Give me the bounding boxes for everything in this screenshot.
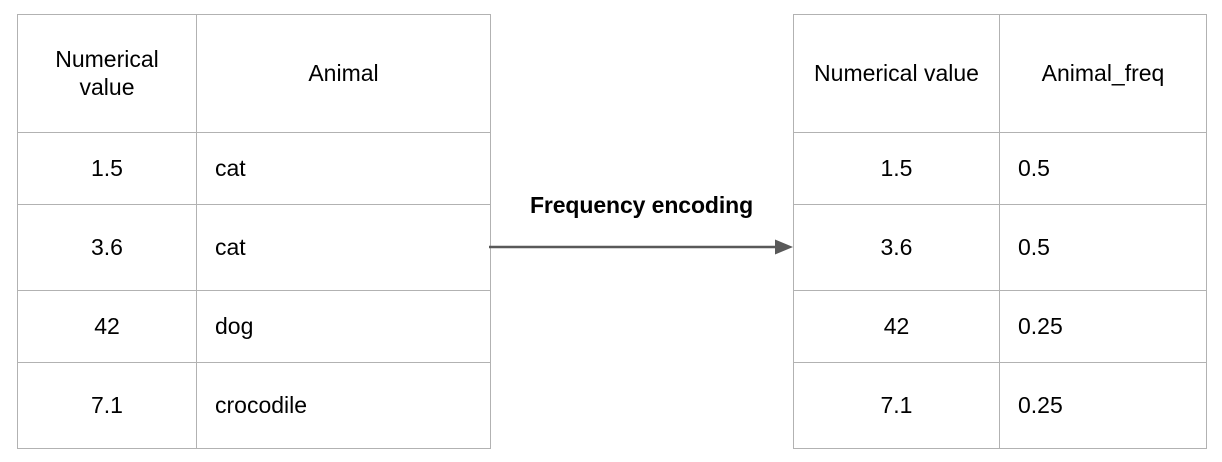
table-row: 42 0.25: [793, 290, 1207, 363]
cell-animal: cat: [196, 204, 491, 291]
column-header-animal-freq: Animal_freq: [999, 14, 1207, 133]
table-row: 3.6 0.5: [793, 204, 1207, 291]
table-row: 42 dog: [17, 290, 491, 363]
table-row: 7.1 crocodile: [17, 362, 491, 449]
arrow-right-icon: [489, 239, 793, 255]
cell-numerical-value: 3.6: [793, 204, 1000, 291]
table-row: 3.6 cat: [17, 204, 491, 291]
cell-numerical-value: 7.1: [17, 362, 197, 449]
encoded-data-table: Numerical value Animal_freq 1.5 0.5 3.6 …: [793, 14, 1207, 449]
cell-animal: dog: [196, 290, 491, 363]
cell-animal-freq: 0.25: [999, 362, 1207, 449]
source-data-table: Numerical value Animal 1.5 cat 3.6 cat 4…: [17, 14, 491, 449]
cell-numerical-value: 3.6: [17, 204, 197, 291]
cell-numerical-value: 1.5: [17, 132, 197, 205]
transform-annotation: Frequency encoding: [489, 192, 794, 255]
transform-label: Frequency encoding: [529, 192, 754, 218]
cell-numerical-value: 1.5: [793, 132, 1000, 205]
table-row: 1.5 0.5: [793, 132, 1207, 205]
column-header-animal: Animal: [196, 14, 491, 133]
table-row: 1.5 cat: [17, 132, 491, 205]
cell-animal-freq: 0.5: [999, 204, 1207, 291]
cell-numerical-value: 42: [17, 290, 197, 363]
column-header-numerical-value: Numerical value: [17, 14, 197, 133]
column-header-numerical-value: Numerical value: [793, 14, 1000, 133]
cell-animal-freq: 0.5: [999, 132, 1207, 205]
cell-animal: crocodile: [196, 362, 491, 449]
table-row: 7.1 0.25: [793, 362, 1207, 449]
cell-numerical-value: 42: [793, 290, 1000, 363]
cell-animal-freq: 0.25: [999, 290, 1207, 363]
cell-animal: cat: [196, 132, 491, 205]
table-header-row: Numerical value Animal: [17, 14, 491, 133]
table-header-row: Numerical value Animal_freq: [793, 14, 1207, 133]
cell-numerical-value: 7.1: [793, 362, 1000, 449]
